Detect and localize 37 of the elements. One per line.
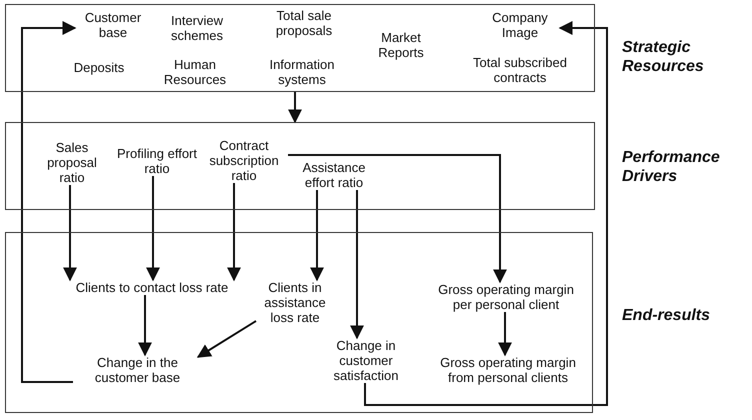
node-label: Market Reports [365, 30, 437, 60]
node-label: Gross operating margin from personal clients [432, 355, 584, 385]
section-box [5, 4, 595, 92]
node-label: Clients to contact loss rate [72, 280, 232, 295]
node-label: Change in customer satisfaction [326, 338, 406, 383]
node-label: Total subscribed contracts [458, 55, 582, 85]
section-title: Performance Drivers [622, 148, 721, 186]
arrow [350, 190, 364, 340]
node-label: Gross operating margin per personal client [430, 282, 582, 312]
arrow [288, 92, 302, 124]
node-label: Clients in assistance loss rate [256, 280, 334, 325]
node-label: Company Image [480, 10, 560, 40]
arrow [196, 320, 257, 358]
node-label: Assistance effort ratio [291, 160, 377, 190]
section-title: Strategic Resources [622, 38, 705, 76]
node-label: Interview schemes [158, 13, 236, 43]
arrow [63, 185, 77, 282]
arrow [498, 312, 512, 356]
node-label: Human Resources [150, 57, 240, 87]
arrow [288, 154, 507, 284]
section-box [5, 232, 593, 413]
arrow [21, 21, 76, 383]
node-label: Deposits [66, 60, 132, 75]
section-title: End-results [622, 306, 712, 325]
arrow [227, 183, 241, 282]
arrow [364, 21, 608, 406]
node-label: Sales proposal ratio [38, 140, 106, 185]
node-label: Total sale proposals [260, 8, 348, 38]
node-label: Profiling effort ratio [116, 146, 198, 176]
arrow [146, 176, 160, 282]
node-label: Contract subscription ratio [200, 138, 288, 183]
node-label: Information systems [253, 57, 351, 87]
arrow [138, 295, 152, 356]
arrow [310, 190, 324, 282]
node-label: Change in the customer base [75, 355, 200, 385]
node-label: Customer base [75, 10, 151, 40]
section-box [5, 122, 595, 210]
